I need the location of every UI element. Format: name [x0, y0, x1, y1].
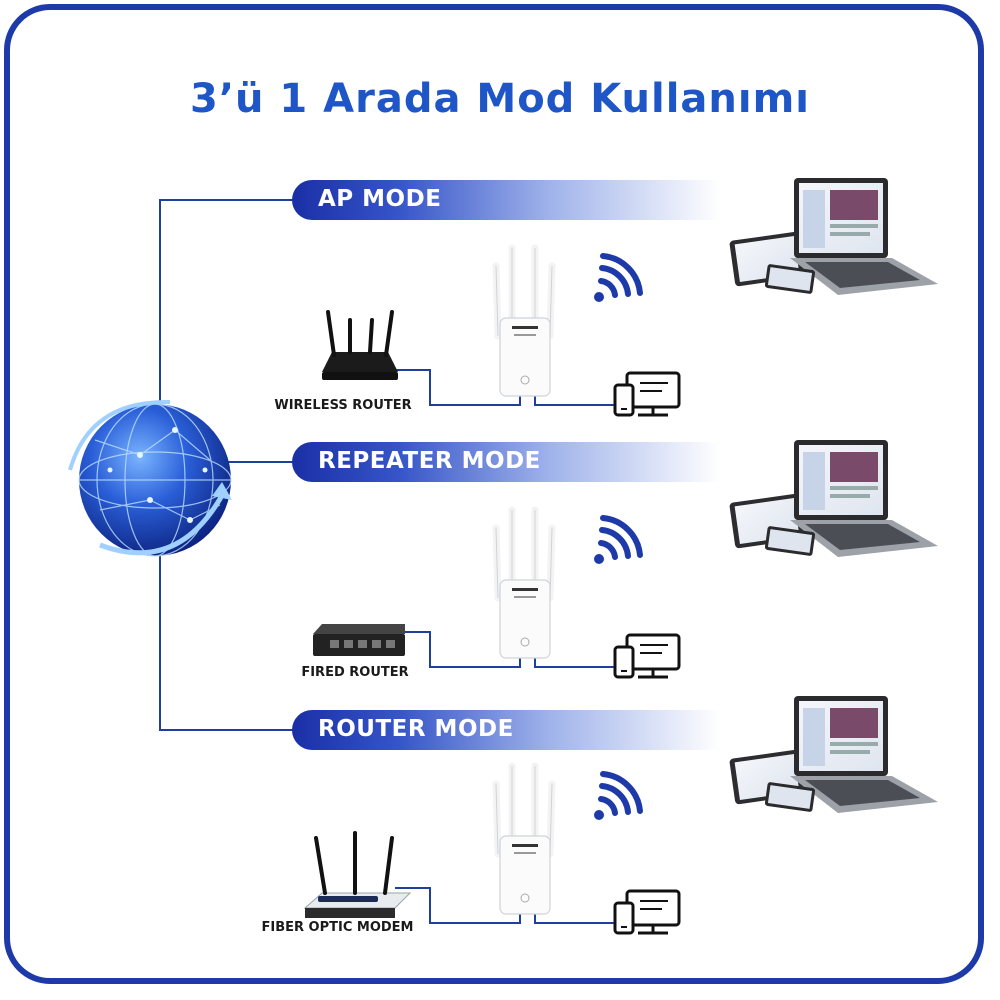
laptop-devices-icon — [729, 178, 938, 295]
monitor-phone-icon — [613, 889, 681, 935]
banner-repeater-mode-label: REPEATER MODE — [318, 448, 541, 474]
banner-router-mode-label: ROUTER MODE — [318, 716, 514, 742]
repeater-to-device-line — [534, 395, 615, 406]
banner-ap-mode-label: AP MODE — [318, 186, 442, 212]
source-to-repeater-line — [395, 887, 521, 924]
wireless-router-label: WIRELESS ROUTER — [274, 398, 412, 413]
globe-icon — [68, 399, 232, 557]
source-to-repeater-line — [395, 369, 521, 406]
mode-section-0 — [322, 178, 938, 417]
wifi-signal-icon — [594, 515, 643, 564]
switch-icon — [313, 624, 405, 656]
repeater-to-device-line — [534, 657, 615, 668]
wifi-repeater-icon — [492, 244, 556, 397]
laptop-devices-icon — [729, 440, 938, 557]
page-title: 3’ü 1 Arada Mod Kullanımı — [189, 76, 811, 122]
banner-ap-mode: AP MODE — [292, 180, 720, 220]
wifi-repeater-icon — [492, 506, 556, 659]
modem-icon — [303, 831, 412, 918]
monitor-phone-icon — [613, 633, 681, 679]
banner-repeater-mode: REPEATER MODE — [292, 442, 720, 482]
fiber-optic-modem-label: FIBER OPTIC MODEM — [261, 920, 414, 935]
fired-router-label: FIRED ROUTER — [301, 665, 409, 680]
repeater-to-device-line — [534, 913, 615, 924]
source-to-repeater-line — [395, 631, 521, 668]
monitor-phone-icon — [613, 371, 681, 417]
mode-section-2 — [303, 696, 938, 935]
wifi-signal-icon — [594, 771, 643, 820]
mode-section-1 — [313, 440, 938, 679]
trunk-lines — [159, 199, 300, 731]
wifi-signal-icon — [594, 253, 643, 302]
banner-router-mode: ROUTER MODE — [292, 710, 720, 750]
laptop-devices-icon — [729, 696, 938, 813]
wifi-repeater-icon — [492, 762, 556, 915]
router-icon — [322, 310, 398, 380]
